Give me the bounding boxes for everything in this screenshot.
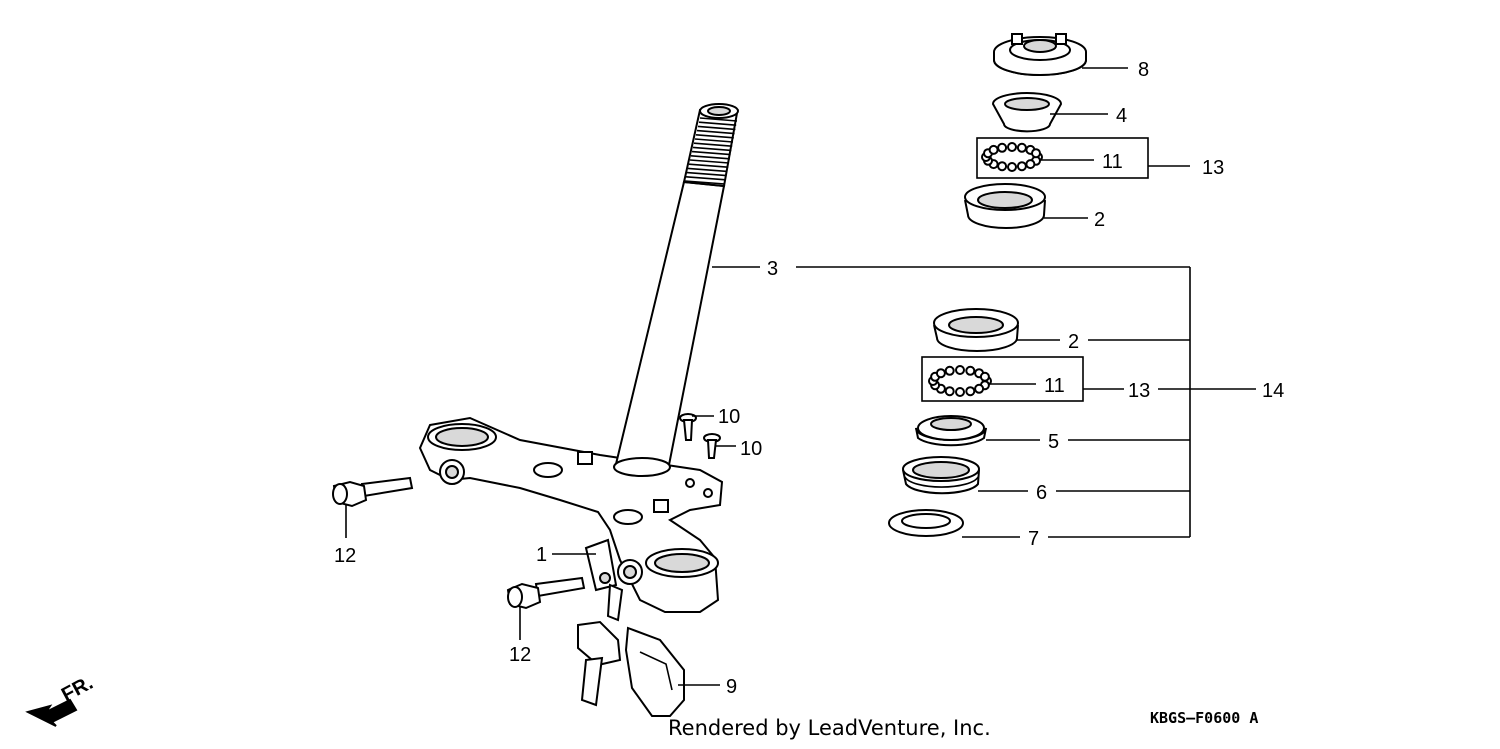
thread-line — [691, 150, 731, 156]
thread-line — [688, 163, 729, 168]
thread-line — [694, 138, 734, 143]
steel-ball — [1007, 162, 1017, 172]
leader-lines — [345, 67, 1256, 686]
callout-10-upper: 10 — [718, 406, 740, 428]
steel-ball — [955, 365, 965, 375]
steel-ball — [979, 371, 990, 382]
thread-line — [689, 159, 730, 164]
thread-line — [692, 146, 732, 152]
steel-ball — [965, 365, 976, 376]
callout-1: 1 — [536, 544, 547, 566]
callout-5: 5 — [1048, 431, 1059, 453]
callout-numbers: 8 4 11 13 2 3 2 11 13 14 5 6 7 10 10 12 … — [334, 59, 1284, 698]
callout-7: 7 — [1028, 528, 1039, 550]
steel-ball — [965, 386, 976, 397]
callout-14: 14 — [1262, 380, 1284, 402]
callout-12-right: 12 — [509, 644, 531, 666]
part-10-screw-lower[interactable] — [703, 433, 721, 459]
thread-line — [693, 142, 733, 147]
callout-2-upper: 2 — [1094, 209, 1105, 231]
callout-6: 6 — [1036, 482, 1047, 504]
part-7-washer[interactable] — [888, 509, 964, 537]
part-9-key-set[interactable] — [577, 620, 685, 717]
footer-credit: Rendered by LeadVenture, Inc. — [668, 716, 991, 740]
part-2-ball-race-upper[interactable] — [964, 183, 1046, 229]
thread-line — [697, 125, 736, 131]
part-6-dust-seal[interactable] — [902, 456, 980, 495]
part-11-steel-balls-lower[interactable] — [928, 365, 992, 397]
part-12-bolt-right[interactable] — [506, 576, 586, 610]
front-direction-label: FR. — [58, 672, 97, 707]
part-5-bottom-cone-race[interactable] — [915, 415, 987, 447]
steel-ball — [1007, 142, 1017, 152]
callout-13-upper: 13 — [1202, 157, 1224, 179]
thread-line — [686, 171, 727, 177]
front-direction-arrow-icon: FR. — [25, 672, 97, 727]
thread-line — [696, 129, 735, 135]
callout-11-lower: 11 — [1044, 375, 1065, 397]
part-2-ball-race-lower[interactable] — [933, 308, 1019, 352]
steel-ball — [1016, 161, 1027, 172]
diagram-code: KBGS–F0600 A — [1150, 709, 1259, 727]
callout-2-lower: 2 — [1068, 331, 1079, 353]
steel-ball — [935, 368, 946, 379]
steel-ball — [997, 161, 1008, 172]
part-11-steel-balls-upper[interactable] — [981, 142, 1043, 172]
steel-ball — [974, 383, 985, 394]
callout-8: 8 — [1138, 59, 1149, 81]
thread-line — [698, 121, 737, 126]
callout-11-upper: 11 — [1102, 151, 1123, 173]
steel-ball — [944, 365, 955, 376]
part-10-screw-upper[interactable] — [679, 413, 697, 441]
thread-line — [685, 176, 726, 181]
steel-ball — [944, 386, 955, 397]
part-8-steering-stem-nut[interactable] — [993, 33, 1087, 76]
part-1-steering-lock[interactable] — [584, 538, 624, 622]
steel-ball — [997, 142, 1008, 153]
callout-10-lower: 10 — [740, 438, 762, 460]
callout-12-left: 12 — [334, 545, 356, 567]
thread-line — [684, 180, 726, 185]
thread-line — [690, 155, 730, 160]
steel-ball — [955, 387, 965, 397]
thread-line — [687, 167, 728, 173]
part-3-steering-stem[interactable] — [418, 103, 739, 613]
thread-line — [699, 117, 738, 122]
part-12-bolt-left[interactable] — [332, 476, 414, 508]
part-4-top-cone-race[interactable] — [991, 92, 1063, 133]
callout-9: 9 — [726, 676, 737, 698]
steel-ball — [988, 144, 999, 155]
steel-ball — [1031, 148, 1041, 159]
steel-ball — [1025, 159, 1036, 170]
callout-4: 4 — [1116, 105, 1127, 127]
steel-ball — [1016, 142, 1027, 153]
callout-13-lower: 13 — [1128, 380, 1150, 402]
thread-line — [695, 134, 734, 139]
callout-3: 3 — [767, 258, 778, 280]
